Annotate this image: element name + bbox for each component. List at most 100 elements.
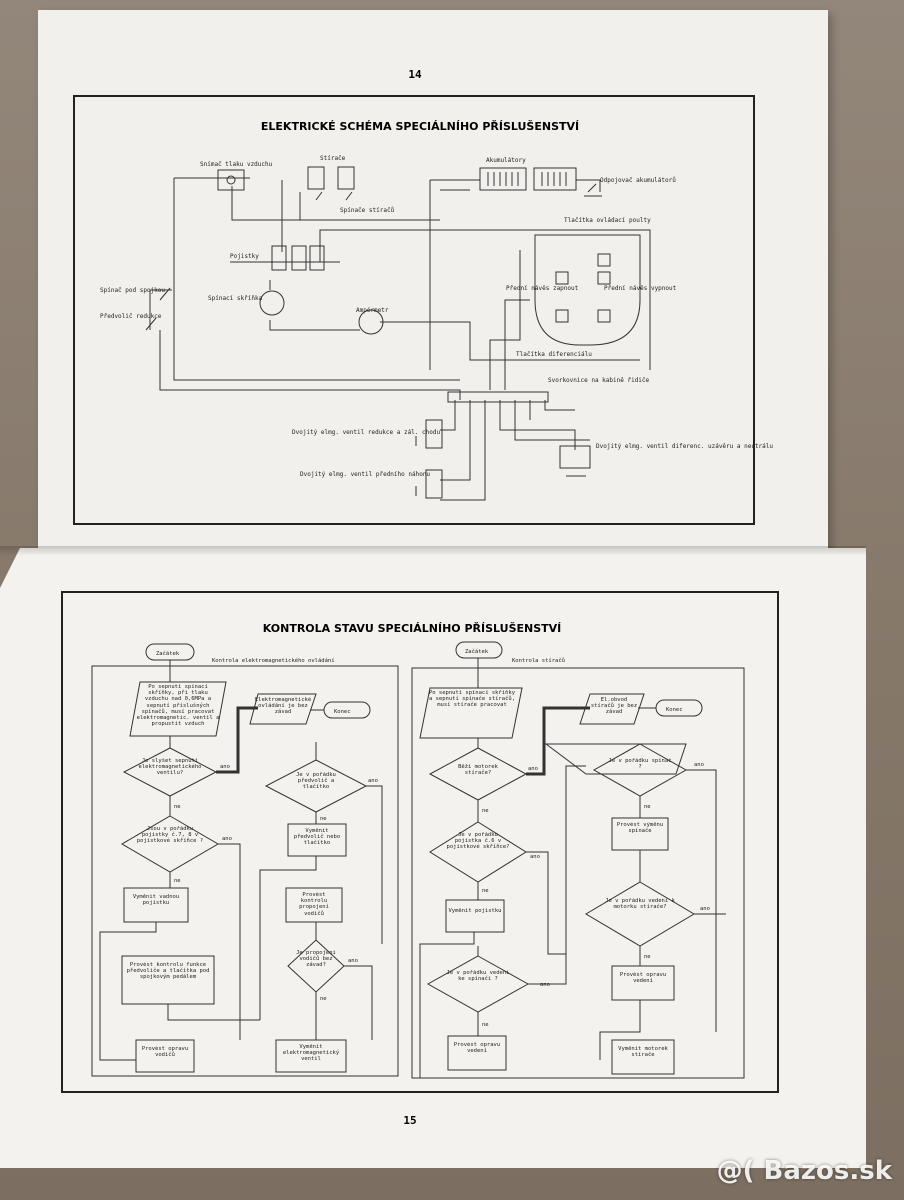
left-act4-text: Provést kontrolu propojení vodičů xyxy=(299,892,329,917)
right-act2 xyxy=(447,1035,507,1071)
left-act2-text: Provést kontrolu funkce předvoliče a tla… xyxy=(126,962,210,981)
battery-2 xyxy=(533,167,577,191)
ammeter xyxy=(358,309,384,335)
left-q3-text: Je v pořádku předvolič a tlačítko xyxy=(296,772,336,791)
left-q2-text: Jsou v pořádku pojistky č.7, 8 v pojistk… xyxy=(136,826,204,845)
right-q2-text: Je v pořádku pojistka č.6 v pojistkové s… xyxy=(446,832,510,851)
left-q1-yes: ano xyxy=(220,764,230,770)
left-flowchart-border xyxy=(91,665,399,1077)
top-page-number: 14 xyxy=(408,68,422,81)
right-flowchart-border xyxy=(411,667,745,1079)
right-act4-text: Provést opravu vedení xyxy=(619,972,667,985)
right-act5-text: Vyměnit motorek stírače xyxy=(618,1046,668,1059)
label-valve-front: Dvojitý elmg. ventil předního náhonu xyxy=(300,471,430,478)
left-step1 xyxy=(129,681,227,737)
right-q4-no: ne xyxy=(644,804,651,810)
left-q4-yes: ano xyxy=(348,958,358,964)
left-act6 xyxy=(275,1039,347,1073)
bottom-page-number: 15 xyxy=(403,1114,416,1127)
left-act6-text: Vyměnit elektromagnetický ventil xyxy=(282,1044,340,1063)
right-q3-yes: ano xyxy=(540,982,550,988)
right-heading: Kontrola stíračů xyxy=(512,657,565,664)
right-q1-text: Běží motorek stírače? xyxy=(458,764,498,777)
right-q5-yes: ano xyxy=(700,906,710,912)
top-page-frame xyxy=(73,95,755,525)
fuse-2 xyxy=(291,245,307,271)
right-q4-text: Je v pořádku spínač ? xyxy=(608,758,672,771)
left-start-label: Začátek xyxy=(156,650,180,657)
ignition-switch-box xyxy=(259,290,285,316)
left-q1-text: Je slyšet sepnutí elektromagnetického ve… xyxy=(138,758,202,777)
right-flowchart-text: Začátek Kontrola stíračů Po sepnutí spín… xyxy=(428,648,710,1059)
control-panel xyxy=(534,234,641,346)
bottom-page xyxy=(0,548,866,1168)
top-page xyxy=(38,10,828,558)
fuse-3 xyxy=(309,245,325,271)
right-q2-yes: ano xyxy=(530,854,540,860)
right-step1-text: Po sepnutí spínací skříňky a sepnutí spí… xyxy=(428,690,516,709)
left-end xyxy=(323,701,371,719)
left-result-ok xyxy=(249,693,317,725)
left-act1-text: Vyměnit vadnou pojistku xyxy=(132,894,180,907)
left-act5-text: Provést opravu vodičů xyxy=(141,1046,189,1059)
right-start xyxy=(455,641,503,659)
label-ignition-box: Spínací skříňka xyxy=(208,295,263,302)
valve-reduction xyxy=(425,419,443,449)
right-step1 xyxy=(419,687,523,739)
top-page-title: ELEKTRICKÉ SCHÉMA SPECIÁLNÍHO PŘÍSLUŠENS… xyxy=(261,120,579,133)
right-q5-text: Je v pořádku vedení k motorku stírače? xyxy=(605,898,675,911)
right-q4-yes: ano xyxy=(694,762,704,768)
left-q3-yes: ano xyxy=(368,778,378,784)
left-q3-no: ne xyxy=(320,816,327,822)
left-flowchart-text: Začátek Kontrola elektromagnetického ovl… xyxy=(126,650,378,1063)
clutch-switch xyxy=(145,287,171,331)
right-act1-text: Vyměnit pojistku xyxy=(448,908,502,914)
battery-1 xyxy=(479,167,527,191)
left-end-label: Konec xyxy=(334,709,351,715)
label-valve-reduction: Dvojitý elmg. ventil redukce a zál. chod… xyxy=(292,429,440,436)
right-q1-no: ne xyxy=(482,808,489,814)
right-q3-no: ne xyxy=(482,1022,489,1028)
left-act3 xyxy=(287,823,347,857)
bottom-page-title: KONTROLA STAVU SPECIÁLNÍHO PŘÍSLUŠENSTVÍ xyxy=(263,622,562,635)
left-q2-no: ne xyxy=(174,878,181,884)
right-q2-no: ne xyxy=(482,888,489,894)
label-fuses: Pojistky xyxy=(230,253,259,260)
left-act3-text: Vyměnit předvolič nebo tlačítko xyxy=(293,828,341,847)
bottom-page-frame xyxy=(61,591,779,1093)
label-valve-differential: Dvojitý elmg. ventil diferenc. uzávěru a… xyxy=(596,443,773,450)
right-flowchart xyxy=(411,641,745,1079)
pressure-sensor xyxy=(217,169,245,191)
right-act1 xyxy=(445,899,505,933)
label-diff-buttons: Tlačítka diferenciálu xyxy=(516,351,592,358)
right-q3-text: Je v pořádku vedení ke spínači ? xyxy=(446,970,510,983)
right-result-ok xyxy=(579,693,645,725)
right-start-label: Začátek xyxy=(465,648,489,655)
fuse-1 xyxy=(271,245,287,271)
left-q4-text: Je propojení vodičů bez závad? xyxy=(296,950,336,969)
right-end-label: Konec xyxy=(666,707,683,713)
label-battery-disconnector: Odpojovač akumulátorů xyxy=(600,177,676,184)
terminal-strip xyxy=(447,391,549,403)
wiper-left xyxy=(307,166,325,190)
label-pressure-sensor: Snímač tlaku vzduchu xyxy=(200,161,273,168)
left-act4 xyxy=(285,887,343,923)
label-front-on: Přední návěs zapnout xyxy=(506,285,579,292)
label-batteries: Akumulátory xyxy=(486,157,526,164)
wiper-right xyxy=(337,166,355,190)
label-wiper-switches: Spínače stíračů xyxy=(340,207,395,214)
left-heading: Kontrola elektromagnetického ovládání xyxy=(212,657,335,664)
left-step1-text: Po sepnutí spínací skříňky, při tlaku vz… xyxy=(136,684,220,728)
top-page-labels: Snímač tlaku vzduchu Stírače Spínače stí… xyxy=(100,155,773,478)
right-result-text: El.obvod stíračů je bez závad xyxy=(590,697,638,716)
label-control-buttons: Tlačítka ovládací poulty xyxy=(564,217,651,224)
right-end xyxy=(655,699,703,717)
left-act5 xyxy=(135,1039,195,1073)
right-q1-yes: ano xyxy=(528,766,538,772)
left-flowchart xyxy=(91,643,399,1077)
right-act2-text: Provést opravu vedení xyxy=(453,1042,501,1055)
left-q1-no: ne xyxy=(174,804,181,810)
right-q5-no: ne xyxy=(644,954,651,960)
label-ammeter: Ampérmetr xyxy=(356,307,389,314)
